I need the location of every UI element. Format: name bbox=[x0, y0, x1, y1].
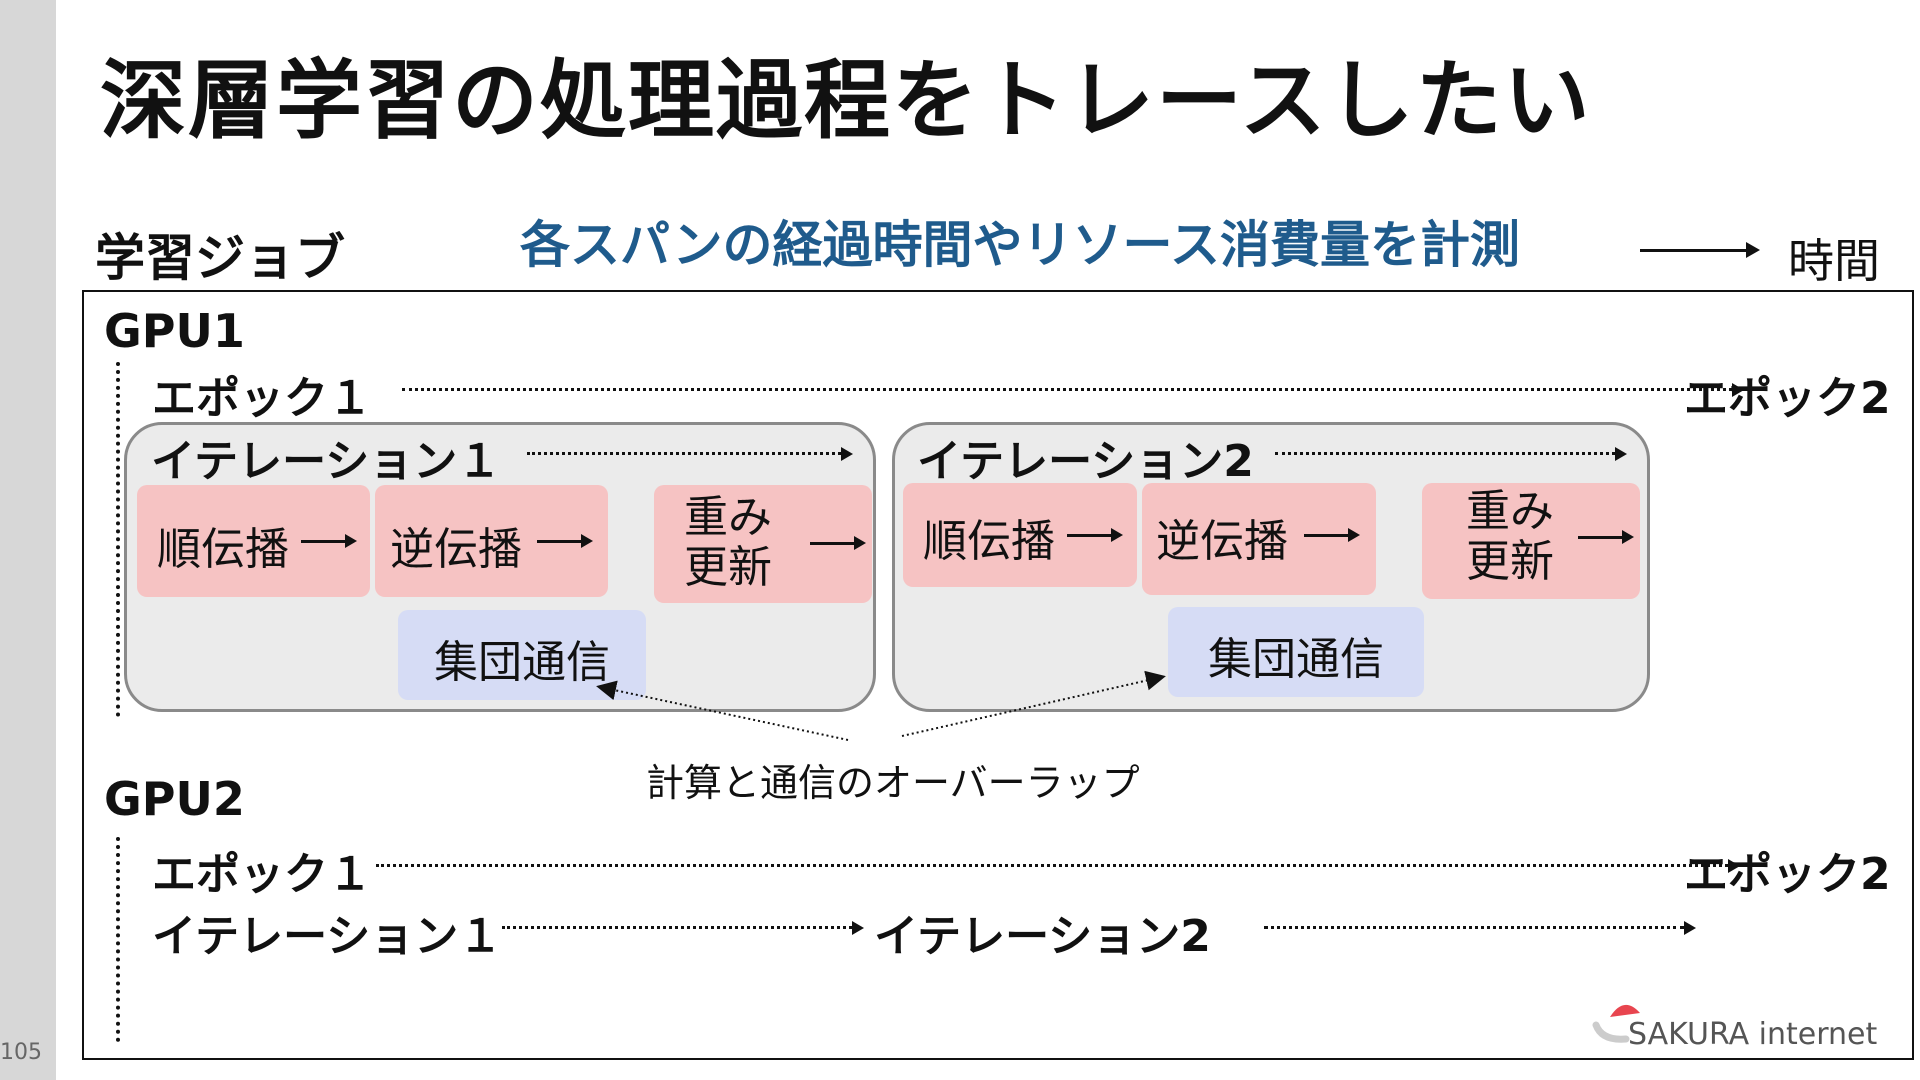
gpu2-epoch-arrow-head bbox=[1728, 859, 1740, 873]
gpu2-iteration2-label: イテレーション2 bbox=[874, 911, 1211, 962]
gpu1-epoch2-label: エポック2 bbox=[1684, 373, 1891, 424]
sakura-logo-text: SAKURA internet bbox=[1628, 1017, 1878, 1052]
gpu2-iteration2-arrow-head bbox=[1684, 921, 1696, 935]
overlap-pointer-1 bbox=[596, 680, 849, 741]
backward-arrow-2 bbox=[1304, 527, 1360, 543]
backward-arrow bbox=[537, 533, 593, 549]
gpu1-epoch-dotted-line bbox=[402, 388, 1732, 391]
forward-pass-box: 順伝播 bbox=[137, 485, 370, 597]
forward-arrow bbox=[301, 533, 357, 549]
time-legend: 時間 bbox=[1640, 225, 1900, 288]
iteration1-label: イテレーション１ bbox=[151, 436, 502, 487]
iteration1-arrow-head bbox=[841, 447, 853, 461]
training-job-frame: GPU1 エポック１ エポック2 イテレーション１ 順伝播 逆伝播 重み 更新 … bbox=[82, 290, 1914, 1060]
gpu1-label: GPU1 bbox=[104, 304, 245, 358]
slide-subtitle: 各スパンの経過時間やリソース消費量を計測 bbox=[520, 216, 1520, 274]
sakura-logo-icon bbox=[1592, 1004, 1640, 1043]
page-number: 105 bbox=[0, 1040, 42, 1065]
iteration2-label: イテレーション2 bbox=[917, 436, 1254, 487]
gpu1-timeline-dots bbox=[116, 362, 120, 717]
gpu2-iteration1-label: イテレーション１ bbox=[152, 911, 503, 962]
gpu2-iteration2-dotted-line bbox=[1264, 926, 1684, 929]
time-legend-label: 時間 bbox=[1788, 234, 1880, 288]
gpu1-epoch-arrow-head bbox=[1732, 383, 1744, 397]
iteration2-dotted-line bbox=[1275, 452, 1615, 455]
backward-pass-label-2: 逆伝播 bbox=[1156, 516, 1288, 567]
forward-pass-label: 順伝播 bbox=[157, 524, 289, 575]
time-arrow-head bbox=[1746, 242, 1760, 258]
job-label: 学習ジョブ bbox=[95, 229, 345, 287]
weight-update-box-2: 重み 更新 bbox=[1422, 483, 1640, 599]
gpu2-epoch-dotted-line bbox=[376, 864, 1728, 867]
gpu2-timeline-dots bbox=[116, 837, 120, 1042]
weight-update-arrow bbox=[810, 535, 866, 551]
overlap-pointer-2 bbox=[901, 670, 1166, 737]
backward-pass-box: 逆伝播 bbox=[375, 485, 608, 597]
backward-pass-box-2: 逆伝播 bbox=[1142, 483, 1376, 595]
slide-sidebar bbox=[0, 0, 56, 1080]
forward-pass-box-2: 順伝播 bbox=[903, 483, 1137, 587]
backward-pass-label: 逆伝播 bbox=[390, 524, 522, 575]
weight-update-label-2: 重み 更新 bbox=[1466, 486, 1554, 587]
slide-title: 深層学習の処理過程をトレースしたい bbox=[100, 51, 1592, 151]
gpu2-iteration1-dotted-line bbox=[502, 926, 852, 929]
weight-update-box: 重み 更新 bbox=[654, 485, 872, 603]
collective-comm-label: 集団通信 bbox=[434, 637, 610, 688]
weight-update-arrow-2 bbox=[1578, 529, 1634, 545]
gpu2-epoch2-label: エポック2 bbox=[1684, 849, 1891, 900]
gpu1-iteration2-box: イテレーション2 順伝播 逆伝播 重み 更新 集団通信 bbox=[892, 422, 1650, 712]
iteration1-dotted-line bbox=[527, 452, 841, 455]
collective-comm-box-2: 集団通信 bbox=[1168, 607, 1424, 697]
iteration2-arrow-head bbox=[1615, 447, 1627, 461]
weight-update-label: 重み 更新 bbox=[684, 492, 772, 593]
forward-pass-label-2: 順伝播 bbox=[923, 516, 1055, 567]
sakura-logo: SAKURA internet bbox=[1588, 995, 1888, 1055]
gpu2-iteration1-arrow-head bbox=[852, 921, 864, 935]
gpu2-epoch1-label: エポック１ bbox=[152, 849, 372, 900]
collective-comm-label-2: 集団通信 bbox=[1208, 634, 1384, 685]
gpu1-epoch1-label: エポック１ bbox=[152, 373, 372, 424]
overlap-annotation: 計算と通信のオーバーラップ bbox=[646, 761, 1140, 805]
forward-arrow-2 bbox=[1067, 527, 1123, 543]
gpu2-label: GPU2 bbox=[104, 772, 245, 826]
time-arrow-line bbox=[1640, 249, 1752, 252]
gpu1-iteration1-box: イテレーション１ 順伝播 逆伝播 重み 更新 集団通信 bbox=[124, 422, 876, 712]
